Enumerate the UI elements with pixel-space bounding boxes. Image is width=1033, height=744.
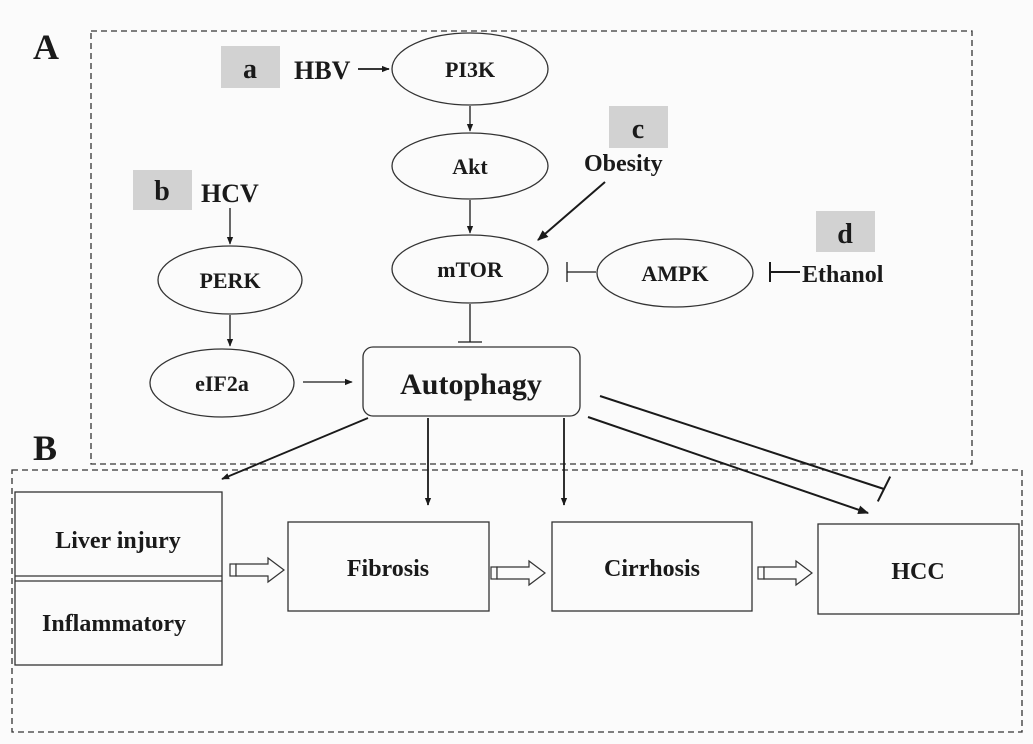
tag-c-label: c [632,114,644,145]
panel-a-frame [90,30,973,465]
hcc-stage-box [817,523,1020,615]
autophagy-label: Autophagy [400,368,542,401]
autophagy-node [362,346,581,417]
hcv-label: HCV [201,179,259,208]
liver-injury-to-fibrosis-arrow [229,556,285,584]
pi3k-label: PI3K [445,57,495,82]
panel-b-label: B [33,428,57,468]
tag-d-label: d [837,219,853,250]
hbv-label: HBV [294,56,351,85]
ampk-inhibits-mtor [566,262,596,282]
liver-injury-label: Liver injury [55,528,181,554]
ethanol-inhibits-ampk [769,262,800,282]
tag-a-label: a [243,54,257,85]
autophagy-inhibits-hcc [599,395,892,502]
cirrhosis-stage-box [551,521,753,612]
liver-injury-stage-box [14,491,223,666]
obesity-label: Obesity [584,151,663,177]
pi3k-node [391,32,549,106]
fibrosis-to-cirrhosis-arrow [490,559,546,587]
panel-b-frame [11,469,1023,733]
perk-label: PERK [199,268,260,293]
ethanol-label: Ethanol [802,262,884,288]
perk-node [157,245,303,315]
obesity-to-mtor-arrow [537,181,606,241]
mtor-label: mTOR [437,257,504,282]
tag-d-box [816,211,875,252]
tag-c-box [609,106,668,148]
akt-node [391,132,549,200]
tag-a-box [221,46,280,88]
akt-label: Akt [452,154,488,179]
panel-a-label: A [33,27,59,67]
fibrosis-label: Fibrosis [347,556,429,582]
ampk-node [596,238,754,308]
mtor-node [391,234,549,304]
fibrosis-stage-box [287,521,490,612]
eif2a-label: eIF2a [195,371,249,396]
eif2a-node [149,348,295,418]
tag-b-label: b [154,176,170,207]
autophagy-to-liver-injury-arrow [221,417,369,480]
autophagy-to-hcc-arrow [587,416,870,514]
hcc-label: HCC [891,559,944,585]
cirrhosis-to-hcc-arrow [757,559,813,587]
cirrhosis-label: Cirrhosis [604,556,700,582]
inflammatory-label: Inflammatory [42,611,186,637]
ampk-label: AMPK [641,261,708,286]
tag-b-box [133,170,192,210]
mtor-inhibits-autophagy [458,304,482,343]
